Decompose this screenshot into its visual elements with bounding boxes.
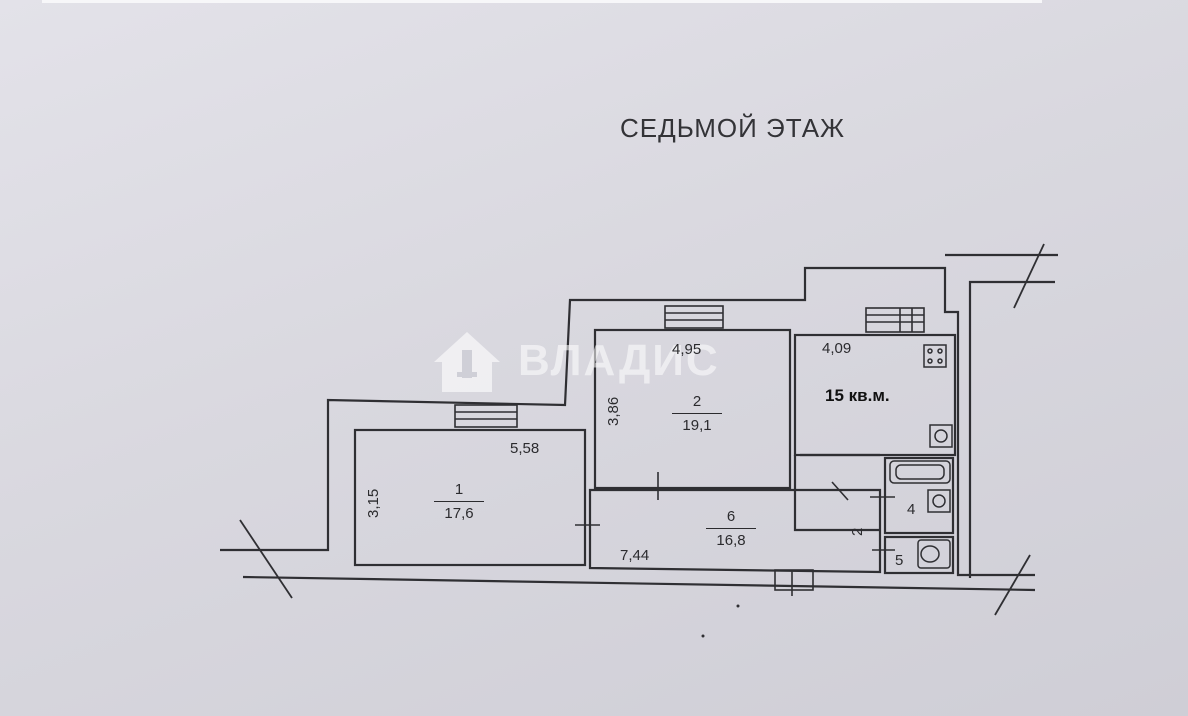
- window-room-1: [454, 404, 518, 428]
- entrance-door: [774, 569, 814, 591]
- room-1-number: 1: [454, 481, 464, 498]
- outer-wall: [220, 266, 1035, 577]
- room-1-width: 5,58: [510, 440, 540, 457]
- room-1: [353, 428, 587, 567]
- room-3-width: 4,09: [822, 340, 852, 357]
- room-6-width: 7,44: [620, 547, 650, 564]
- outer-wall-bottom: [242, 575, 1036, 592]
- room-2-label: 2 19,1: [672, 393, 722, 434]
- room-5-number: 5: [895, 552, 904, 569]
- floor-title: СЕДЬМОЙ ЭТАЖ: [620, 113, 846, 143]
- room-4-number: 4: [907, 501, 916, 518]
- room-2-number: 2: [692, 393, 702, 410]
- top-paper-edge: [42, 0, 1042, 3]
- watermark-text: ВЛАДИС: [518, 336, 720, 385]
- window-room-2: [664, 305, 724, 329]
- bathtub: [889, 460, 951, 484]
- watermark-logo-icon: [434, 332, 500, 392]
- watermark: ВЛАДИС: [518, 330, 720, 392]
- room-5: [883, 535, 955, 575]
- room-6-area: 16,8: [716, 532, 746, 549]
- room-6-label: 6 16,8: [706, 508, 756, 549]
- room-6-depth: 2: [849, 527, 866, 536]
- window-room-3: [865, 307, 925, 333]
- room-1-label: 1 17,6: [434, 481, 484, 522]
- stove: [923, 344, 947, 368]
- room-6-number: 6: [726, 508, 736, 525]
- room-2-width: 4,95: [672, 341, 702, 358]
- toilet: [917, 539, 951, 569]
- room-1-area: 17,6: [444, 505, 474, 522]
- room-2-depth: 3,86: [605, 396, 622, 426]
- kitchen-sink: [929, 424, 953, 448]
- area-note: 15 кв.м.: [825, 386, 890, 405]
- wash-basin: [927, 489, 951, 513]
- right-wall: [968, 280, 1055, 578]
- room-4: [883, 456, 955, 535]
- room-2: [593, 328, 792, 490]
- room-1-depth: 3,15: [365, 488, 382, 518]
- room-2-area: 19,1: [682, 417, 712, 434]
- room-6: [588, 488, 882, 574]
